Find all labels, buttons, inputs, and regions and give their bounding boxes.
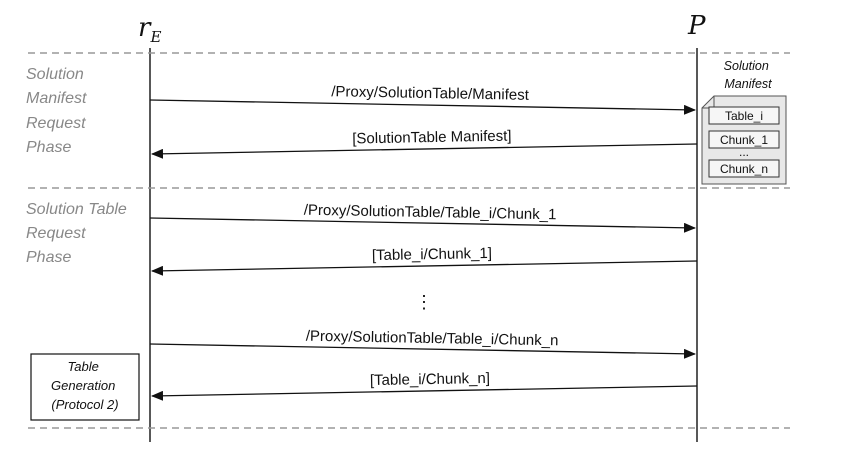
gap-marker: ⋮ <box>415 292 433 312</box>
message-chunk1-request: /Proxy/SolutionTable/Table_i/Chunk_1 <box>149 202 696 233</box>
message-label: /Proxy/SolutionTable/Manifest <box>331 83 530 104</box>
svg-text:Chunk_1: Chunk_1 <box>720 133 768 147</box>
message-chunkn-response: [Table_i/Chunk_n] <box>151 370 698 401</box>
table-generation-label: Table Generation (Protocol 2) <box>51 359 119 412</box>
solution-manifest-box: Solution Manifest Table_i Chunk_1 ... Ch… <box>701 59 787 185</box>
message-label: [Table_i/Chunk_1] <box>372 245 492 264</box>
actor-right-label: P <box>687 11 706 41</box>
manifest-item-chunk-1 <box>708 130 780 149</box>
svg-text:Chunk_n: Chunk_n <box>720 162 768 176</box>
message-manifest-response: [SolutionTable Manifest] <box>151 128 698 159</box>
manifest-between-marker: ... <box>739 145 749 159</box>
table-generation-box: Table Generation (Protocol 2) <box>30 353 140 421</box>
message-label: [SolutionTable Manifest] <box>352 128 512 148</box>
manifest-item-table <box>708 106 780 125</box>
phase-label-manifest: Solution Manifest Request Phase <box>26 66 91 156</box>
message-label: /Proxy/SolutionTable/Table_i/Chunk_n <box>306 328 559 350</box>
manifest-title: Solution Manifest <box>724 59 773 91</box>
manifest-item-chunk-n <box>708 159 780 178</box>
message-chunk1-response: [Table_i/Chunk_1] <box>151 245 698 276</box>
actor-left-label: rE <box>138 13 161 46</box>
message-label: /Proxy/SolutionTable/Table_i/Chunk_1 <box>304 202 557 224</box>
message-chunkn-request: /Proxy/SolutionTable/Table_i/Chunk_n <box>149 328 696 359</box>
message-manifest-request: /Proxy/SolutionTable/Manifest <box>149 83 696 115</box>
svg-text:Table_i: Table_i <box>725 109 763 123</box>
phase-label-table: Solution Table Request Phase <box>26 201 131 266</box>
message-label: [Table_i/Chunk_n] <box>370 370 490 389</box>
